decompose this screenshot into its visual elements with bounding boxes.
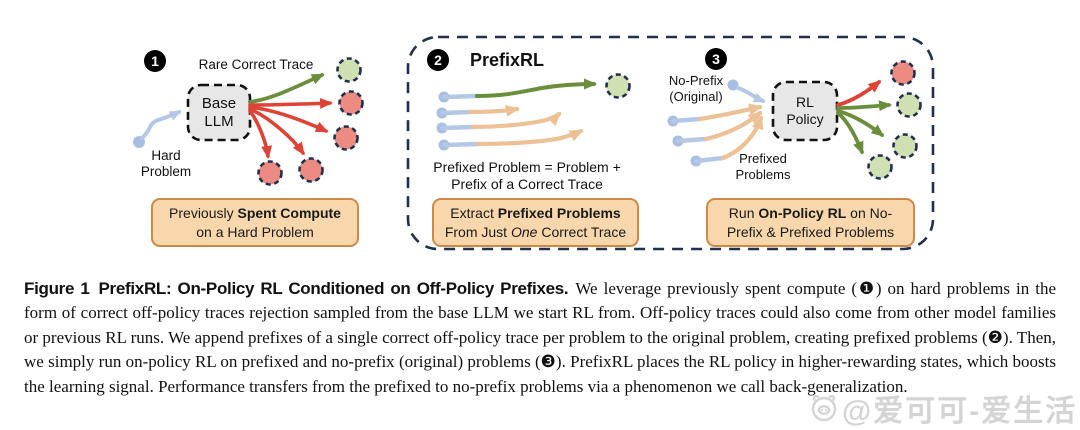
- callout-bold-text: Spent Compute: [237, 204, 341, 221]
- panel3-no-prefix-input: [727, 79, 766, 103]
- incorrect-trace-circle: [338, 90, 364, 116]
- figure-title: PrefixRL: On-Policy RL Conditioned on Of…: [98, 279, 569, 298]
- callout-italic-text: One: [510, 223, 538, 240]
- panel2-prefix-dots: [436, 91, 450, 151]
- figure-caption: Figure 1 PrefixRL: On-Policy RL Condition…: [24, 277, 1056, 399]
- panel1-number-badge: 1: [144, 50, 166, 72]
- panel2-correct-trace-arrow: [475, 78, 597, 98]
- correct-trace-circle: [867, 154, 893, 180]
- callout-text: on No-: [846, 204, 893, 221]
- pig-logo-icon: [811, 394, 837, 422]
- panel2-prefix-trace-arrows: [467, 104, 584, 147]
- correct-trace-circle: [896, 92, 922, 118]
- panel3-output-arrows: [836, 80, 892, 155]
- base-llm-label: Base LLM: [201, 94, 237, 130]
- callout-text: on a Hard Problem: [196, 223, 314, 240]
- callout-text: Previously: [169, 204, 238, 221]
- callout-bold-text: Prefixed Problems: [497, 204, 621, 221]
- prefixed-problems-label: Prefixed Problems: [735, 151, 791, 182]
- callout-text: Run: [728, 204, 759, 221]
- hard-problem-label: Hard Problem: [140, 148, 192, 179]
- incorrect-trace-circle: [333, 125, 359, 151]
- rare-correct-trace-label: Rare Correct Trace: [198, 57, 314, 72]
- incorrect-trace-circle: [298, 157, 324, 183]
- panel1-callout: Previously Spent Compute on a Hard Probl…: [151, 198, 359, 247]
- callout-text: Correct Trace: [537, 223, 627, 240]
- incorrect-trace-circle: [890, 60, 916, 86]
- rl-policy-box: [771, 80, 839, 142]
- panel2-correct-circle: [605, 73, 631, 99]
- panel3-outcome-circles: [867, 60, 922, 180]
- panel1-hard-problem-input: [133, 110, 182, 148]
- callout-bold-text: On-Policy RL: [758, 204, 847, 221]
- rl-policy-label: RL Policy: [786, 94, 824, 127]
- panel2-prefix-segments: [439, 93, 481, 148]
- watermark-text: @爱可可-爱生活: [842, 395, 1078, 428]
- prefixrl-dashed-container: [406, 35, 935, 251]
- panel3-prefixed-inputs: [667, 103, 764, 167]
- incorrect-trace-circle: [257, 160, 283, 186]
- panel1-outcome-circles: [257, 57, 364, 186]
- callout-text: From Just: [444, 223, 511, 240]
- figure-number-label: Figure 1: [24, 279, 90, 298]
- panel2-number-badge: 2: [427, 49, 449, 71]
- callout-text: Extract: [450, 204, 498, 221]
- watermark: @爱可可-爱生活: [806, 386, 1077, 430]
- callout-text: Prefix & Prefixed Problems: [726, 223, 895, 240]
- diagram-canvas: [133, 35, 935, 251]
- panel3-number-badge: 3: [705, 48, 727, 70]
- prefixrl-title: PrefixRL: [470, 50, 545, 70]
- panel2-callout: Extract Prefixed Problems From Just One …: [432, 198, 639, 247]
- correct-trace-circle: [892, 133, 918, 159]
- panel3-callout: Run On-Policy RL on No- Prefix & Prefixe…: [706, 198, 915, 247]
- panel1-sample-arrows: [248, 73, 333, 159]
- no-prefix-label: No-Prefix (Original): [668, 73, 724, 104]
- prefixed-problem-equation: Prefixed Problem = Problem + Prefix of a…: [433, 159, 621, 192]
- correct-trace-circle: [336, 57, 362, 83]
- figure-caption-body: We leverage previously spent compute (❶)…: [24, 279, 1057, 396]
